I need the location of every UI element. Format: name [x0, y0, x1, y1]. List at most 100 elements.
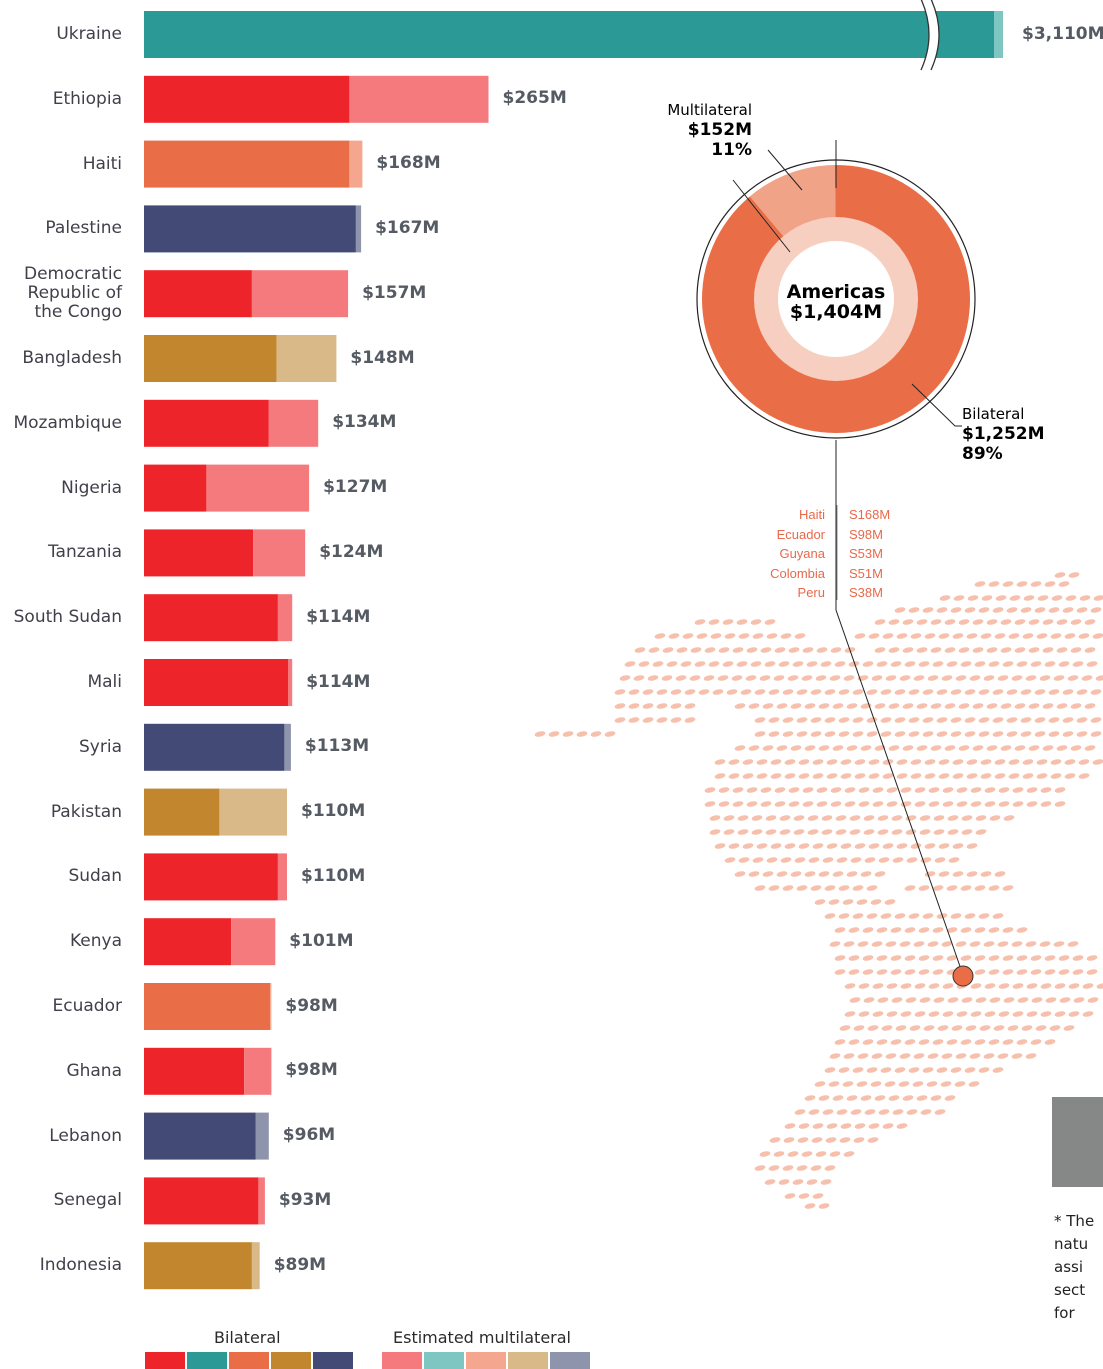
- map-dot: [918, 885, 930, 891]
- map-dot: [1090, 717, 1102, 723]
- map-dot: [894, 689, 906, 695]
- map-dot: [1078, 773, 1090, 779]
- map-dot: [970, 983, 982, 989]
- map-dot: [756, 773, 768, 779]
- map-dot: [1070, 619, 1082, 625]
- map-dot: [978, 731, 990, 737]
- map-dot: [882, 843, 894, 849]
- map-dot: [870, 1081, 882, 1087]
- map-dot: [1028, 703, 1040, 709]
- map-dot: [908, 913, 920, 919]
- map-dot: [1044, 969, 1056, 975]
- map-dot: [782, 1165, 794, 1171]
- map-dot: [994, 759, 1006, 765]
- legend-bilateral-title: Bilateral: [214, 1328, 281, 1347]
- map-dot: [654, 633, 666, 639]
- map-dot: [829, 1151, 841, 1157]
- map-dot: [751, 815, 763, 821]
- map-dot: [1078, 633, 1090, 639]
- map-dot: [979, 1025, 991, 1031]
- map-dot: [1054, 787, 1066, 793]
- map-dot: [988, 969, 1000, 975]
- map-dot: [821, 815, 833, 821]
- map-dot: [746, 787, 758, 793]
- map-dot: [736, 661, 748, 667]
- map-dot: [936, 689, 948, 695]
- map-dot: [1002, 661, 1014, 667]
- map-dot: [952, 843, 964, 849]
- legend-swatch-multilateral: [508, 1352, 548, 1369]
- map-dot: [920, 1109, 932, 1115]
- map-dot: [969, 1053, 981, 1059]
- bar-multilateral: [284, 723, 291, 771]
- map-dot: [958, 745, 970, 751]
- map-dot: [886, 1011, 898, 1017]
- map-dot: [863, 815, 875, 821]
- map-dot: [1036, 773, 1048, 779]
- bar-bilateral: [144, 464, 207, 512]
- country-label: Mozambique: [13, 412, 122, 433]
- bar-bilateral: [144, 788, 220, 836]
- map-dot: [1040, 801, 1052, 807]
- bar-bilateral: [144, 594, 278, 642]
- map-dot: [814, 1081, 826, 1087]
- map-dot: [796, 731, 808, 737]
- map-dot: [868, 633, 880, 639]
- map-dot: [656, 689, 668, 695]
- map-dot: [986, 745, 998, 751]
- map-dot: [933, 815, 945, 821]
- map-dot: [932, 969, 944, 975]
- map-dot: [628, 717, 640, 723]
- map-dot: [880, 689, 892, 695]
- map-dot: [1044, 661, 1056, 667]
- map-dot: [905, 997, 917, 1003]
- map-dot: [722, 619, 734, 625]
- map-dot: [821, 829, 833, 835]
- map-dot: [854, 633, 866, 639]
- map-dot: [884, 1081, 896, 1087]
- map-dot: [1034, 731, 1046, 737]
- map-dot: [899, 675, 911, 681]
- map-dot: [953, 595, 965, 601]
- map-dot: [1036, 633, 1048, 639]
- map-dot: [918, 927, 930, 933]
- map-dot: [966, 633, 978, 639]
- map-dot: [964, 717, 976, 723]
- map-dot: [784, 1123, 796, 1129]
- map-dot: [992, 913, 1004, 919]
- map-dot: [944, 619, 956, 625]
- map-dot: [900, 787, 912, 793]
- map-dot: [1045, 997, 1057, 1003]
- map-dot: [892, 1109, 904, 1115]
- map-dot: [904, 885, 916, 891]
- map-dot: [886, 983, 898, 989]
- map-dot: [1086, 955, 1098, 961]
- map-dot: [916, 619, 928, 625]
- map-dot: [822, 857, 834, 863]
- map-dot: [938, 843, 950, 849]
- map-dot: [834, 661, 846, 667]
- map-dot: [690, 647, 702, 653]
- map-dot: [862, 927, 874, 933]
- map-dot: [656, 703, 668, 709]
- map-dot: [1092, 759, 1103, 765]
- map-dot: [947, 815, 959, 821]
- map-dot: [914, 801, 926, 807]
- legend-multilateral-title: Estimated multilateral: [393, 1328, 571, 1347]
- map-dot: [1011, 1053, 1023, 1059]
- map-dot: [724, 857, 736, 863]
- map-dot: [1016, 927, 1028, 933]
- map-dot: [740, 689, 752, 695]
- map-dot: [754, 1165, 766, 1171]
- map-dot: [981, 595, 993, 601]
- map-dot: [746, 647, 758, 653]
- map-dot: [880, 1067, 892, 1073]
- map-dot: [782, 689, 794, 695]
- map-dot: [871, 1053, 883, 1059]
- map-dot: [738, 633, 750, 639]
- bar-group: [144, 1047, 272, 1095]
- legend-swatch-multilateral: [466, 1352, 506, 1369]
- map-dot: [956, 787, 968, 793]
- map-dot: [1026, 1011, 1038, 1017]
- map-dot: [848, 661, 860, 667]
